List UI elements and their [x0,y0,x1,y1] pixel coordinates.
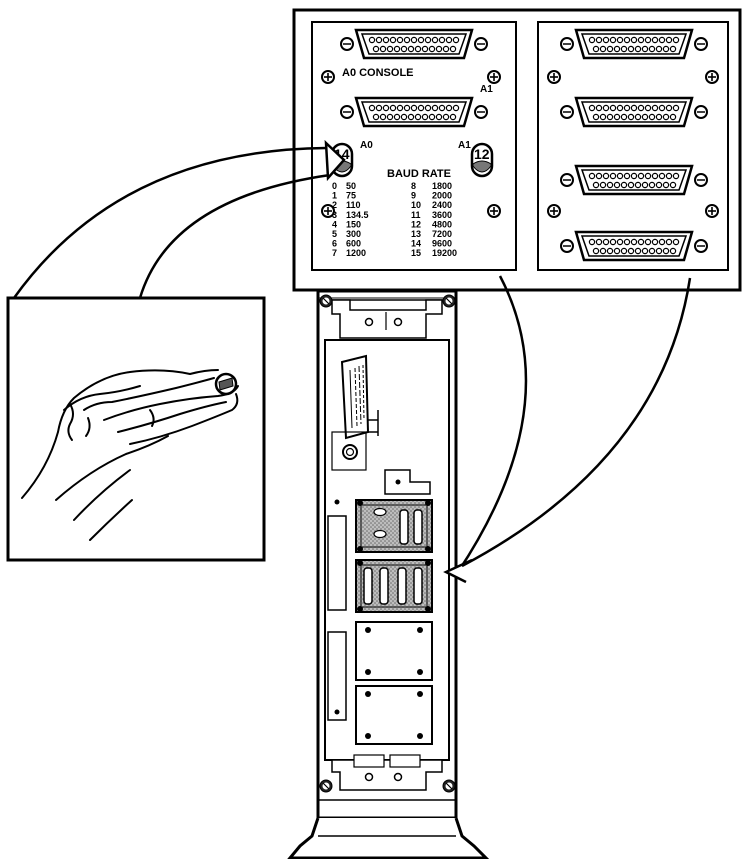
hand-illustration [21,369,239,541]
baud-code-left-7: 7 [332,248,337,258]
hand-inset [6,296,266,562]
baud-code-right-1: 9 [411,191,416,201]
baud-rate-right-2: 2400 [432,200,452,210]
baud-rate-left-3: 134.5 [346,210,369,220]
baud-rate-right-6: 9600 [432,239,452,249]
baud-rate-right-0: 1800 [432,181,452,191]
baud-code-left-4: 4 [332,219,337,229]
baud-rate-left-1: 75 [346,191,356,201]
baud-rate-right-3: 3600 [432,210,452,220]
baud-code-right-5: 13 [411,229,421,239]
baud-code-right-4: 12 [411,219,421,229]
distribution-panel-right [537,21,729,271]
console-connector [339,28,489,60]
callout-arrow-right-panel-to-board [461,277,692,568]
io-board-upper [355,499,433,553]
tower-cabinet [287,288,490,859]
switch-a0-label: A0 [360,140,373,151]
baud-rate-right-1: 2000 [432,191,452,201]
io-board-lower [355,559,433,613]
baud-rate-table: 0 50 1 75 2 110 3 134.5 4 150 5 300 6 600 7 1200 8 1800 9 2… [332,181,457,258]
baud-code-right-6: 14 [411,239,421,249]
baud-rate-left-0: 50 [346,181,356,191]
baud-code-right-0: 8 [411,181,416,191]
baud-rate-left-7: 1200 [346,248,366,258]
baud-rate-right-5: 7200 [432,229,452,239]
baud-code-left-2: 2 [332,200,337,210]
a1-connector-label: A1 [480,84,493,95]
baud-code-right-7: 15 [411,248,421,258]
baud-code-left-1: 1 [332,191,337,201]
baud-code-right-3: 11 [411,210,421,220]
console-label: A0 CONSOLE [342,67,414,79]
baud-rate-title: BAUD RATE [387,168,451,180]
baud-code-left-0: 0 [332,181,337,191]
switch-a1-value: 12 [474,146,490,162]
switch-a1-label: A1 [458,140,471,151]
baud-code-left-5: 5 [332,229,337,239]
switch-a1[interactable]: 12 [470,142,494,178]
callout-arrow-hand-to-switch [12,139,346,299]
hand-switch-knob [214,372,238,396]
baud-code-right-2: 10 [411,200,421,210]
baud-rate-left-4: 150 [346,219,361,229]
a1-connector [339,96,489,128]
serial-label [340,354,379,440]
baud-rate-left-6: 600 [346,239,361,249]
baud-rate-right-7: 19200 [432,248,457,258]
baud-rate-right-4: 4800 [432,219,452,229]
baud-code-left-3: 3 [332,210,337,220]
baud-rate-left-2: 110 [346,200,361,210]
baud-code-left-6: 6 [332,239,337,249]
baud-rate-left-5: 300 [346,229,361,239]
